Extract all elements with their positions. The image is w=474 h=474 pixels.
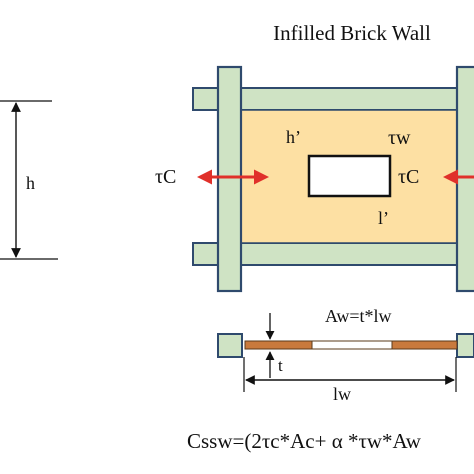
thickness-label: t <box>278 356 283 375</box>
height-dimension: h <box>0 100 58 260</box>
length-label: lw <box>333 384 351 404</box>
shear-capacity-formula: Cssw=(2τc*Ac+ α *τw*Aw <box>187 429 422 453</box>
wall-opening <box>307 154 392 198</box>
tau-w-label: τw <box>388 127 411 149</box>
infill-frame: h’ l’ τw τC τC <box>155 65 474 293</box>
section-brick-left <box>244 340 313 350</box>
right-column <box>455 65 474 293</box>
section-left-column <box>217 333 243 358</box>
diagram-title: Infilled Brick Wall <box>273 21 431 45</box>
tau-c-left-label: τC <box>155 166 176 188</box>
tau-c-right-label: τC <box>398 166 419 188</box>
wall-cross-section: Aw=t*lw t lw <box>217 306 474 404</box>
height-label: h <box>26 173 35 193</box>
opening-height-label: h’ <box>286 127 301 147</box>
section-brick-right <box>391 340 458 350</box>
opening-length-label: l’ <box>378 208 389 228</box>
section-opening <box>311 340 393 350</box>
left-column <box>216 65 243 293</box>
section-right-column <box>456 333 474 358</box>
area-label: Aw=t*lw <box>325 306 392 326</box>
